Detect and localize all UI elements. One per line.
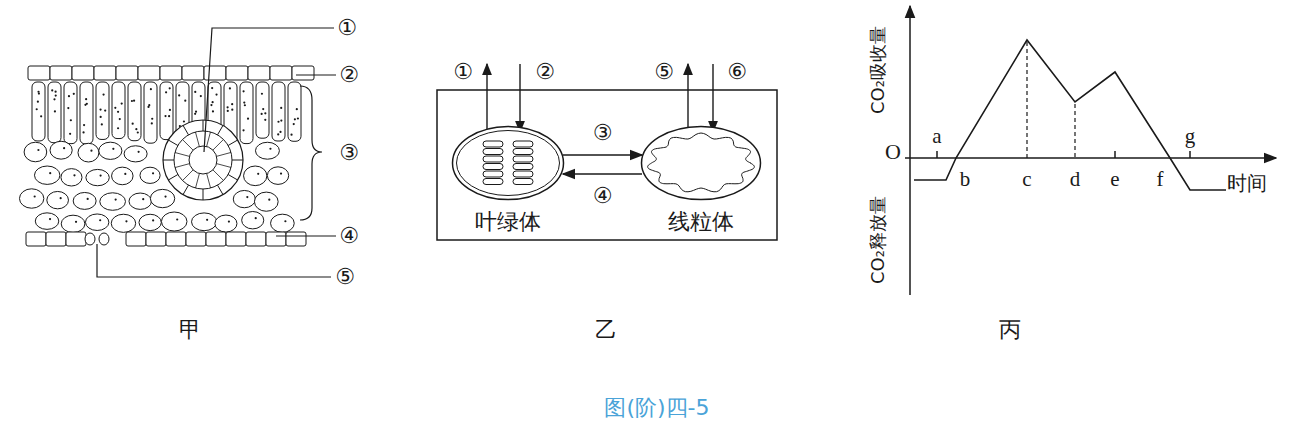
figure-caption: 图(阶)四-5 (604, 393, 709, 423)
callout-number: ③ (591, 121, 615, 145)
point-label: f (1157, 168, 1164, 191)
organelle-outline (640, 125, 762, 201)
callout-number: ② (535, 60, 555, 84)
organelle-name: 线粒体 (640, 209, 762, 235)
callout-number: ③ (339, 141, 359, 165)
mitochondrion: 线粒体 (640, 125, 762, 237)
graph-axes (905, 6, 1276, 295)
callout-number: ① (337, 16, 357, 40)
leaf-section (19, 66, 314, 246)
point-label: e (1110, 168, 1119, 191)
point-label: g (1185, 125, 1196, 148)
callout-number: ⑤ (335, 265, 355, 289)
point-label: a (932, 125, 941, 148)
axis-label: CO₂吸收量 (868, 26, 888, 114)
organelle-name: 叶绿体 (451, 209, 565, 235)
axis-label: CO₂释放量 (868, 196, 888, 284)
callout-number: ⑤ (654, 60, 674, 84)
organelle-outline (451, 125, 565, 201)
panel-label: 乙 (595, 318, 617, 342)
callout-number: ⑥ (727, 60, 747, 84)
callout-number: ② (339, 63, 359, 87)
callout-number: ④ (591, 184, 615, 208)
cell-outline (437, 90, 777, 240)
callout-number: ① (453, 60, 473, 84)
leader-lines (97, 28, 336, 277)
panel-label: 丙 (999, 318, 1021, 342)
panel-label: 甲 (179, 318, 201, 342)
flow-arrow (563, 173, 642, 175)
point-label: b (960, 168, 971, 191)
origin-label: O (885, 140, 901, 164)
point-label: c (1022, 168, 1031, 191)
dashed-guides (1027, 42, 1075, 158)
axis-label: 时间 (1227, 172, 1267, 194)
flow-arrow (563, 154, 642, 156)
point-label: d (1070, 168, 1081, 191)
callout-number: ④ (339, 224, 359, 248)
chloroplast: 叶绿体 (451, 125, 565, 237)
